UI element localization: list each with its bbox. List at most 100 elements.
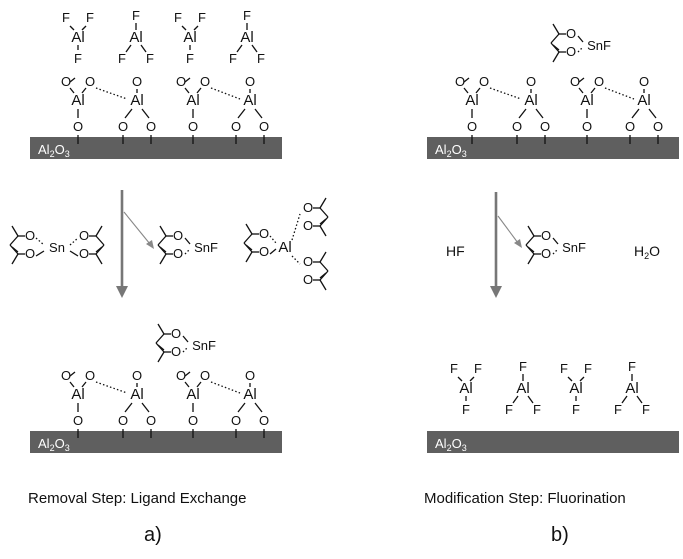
dative-bond xyxy=(210,381,241,394)
bond xyxy=(157,235,167,246)
bond xyxy=(319,225,327,237)
bond xyxy=(552,51,560,63)
dative-bond xyxy=(489,87,522,100)
bond xyxy=(512,395,519,404)
fluorine-atom: F xyxy=(257,51,265,66)
dative-bond xyxy=(182,346,189,353)
oxygen-atom: O xyxy=(73,119,83,134)
aluminum-atom: Al xyxy=(186,386,199,403)
bond xyxy=(319,251,327,263)
bond xyxy=(81,25,87,31)
bond xyxy=(319,197,327,209)
oxygen-atom: O xyxy=(231,119,241,134)
aluminum-atom: Al xyxy=(569,380,582,397)
aluminum-atom: Al xyxy=(240,29,253,46)
oxygen-atom: O xyxy=(541,246,551,261)
bond xyxy=(184,381,190,388)
bond xyxy=(11,225,19,237)
aluminum-atom: Al xyxy=(278,239,291,256)
oxygen-atom: O xyxy=(303,200,313,215)
aluminum-atom: Al xyxy=(243,386,256,403)
oxygen-atom: O xyxy=(146,413,156,428)
bond xyxy=(251,44,258,53)
bond xyxy=(463,87,469,94)
oxygen-atom: O xyxy=(303,272,313,287)
panel-label-b: b) xyxy=(551,524,569,546)
dative-bond xyxy=(95,381,128,394)
oxygen-atom: O xyxy=(188,413,198,428)
bond xyxy=(95,225,103,237)
oxygen-atom: O xyxy=(245,368,255,383)
oxygen-atom: O xyxy=(259,244,269,259)
bond xyxy=(457,376,463,382)
bond xyxy=(469,376,475,382)
snf-fragment: SnF xyxy=(194,240,218,255)
bond xyxy=(269,248,277,255)
dative-bond xyxy=(210,87,241,100)
bond xyxy=(159,253,167,265)
fluorine-atom: F xyxy=(229,51,237,66)
bond xyxy=(11,253,19,265)
fluorine-atom: F xyxy=(86,10,94,25)
bond xyxy=(621,395,628,404)
oxygen-atom: O xyxy=(85,74,95,89)
oxygen-atom: O xyxy=(61,74,71,89)
fluorine-atom: F xyxy=(642,402,650,417)
bond xyxy=(182,335,189,343)
dative-bond xyxy=(604,87,635,100)
bond xyxy=(155,333,165,344)
dative-bond xyxy=(95,87,128,100)
caption-modification-step: Modification Step: Fluorination xyxy=(424,490,626,507)
bond xyxy=(319,279,327,291)
dative-bond xyxy=(577,46,584,53)
bond xyxy=(319,207,329,218)
aluminum-atom: Al xyxy=(465,92,478,109)
bond xyxy=(69,87,75,94)
fluorine-atom: F xyxy=(450,361,458,376)
oxygen-atom: O xyxy=(118,119,128,134)
oxygen-atom: O xyxy=(200,368,210,383)
bond xyxy=(475,87,481,94)
fluorine-atom: F xyxy=(614,402,622,417)
oxygen-atom: O xyxy=(85,368,95,383)
bond xyxy=(236,44,243,53)
aluminum-atom: Al xyxy=(130,386,143,403)
aluminum-atom: Al xyxy=(130,92,143,109)
bond xyxy=(193,25,199,31)
bond xyxy=(69,381,75,388)
oxygen-atom: O xyxy=(467,119,477,134)
oxygen-atom: O xyxy=(188,119,198,134)
aluminum-atom: Al xyxy=(186,92,199,109)
aluminum-atom: Al xyxy=(516,380,529,397)
bond xyxy=(196,381,202,388)
snf-fragment: SnF xyxy=(192,338,216,353)
fluorine-atom: F xyxy=(474,361,482,376)
bond xyxy=(319,272,327,279)
aluminum-atom: Al xyxy=(71,29,84,46)
bond xyxy=(578,77,585,83)
oxygen-atom: O xyxy=(173,246,183,261)
oxygen-atom: O xyxy=(200,74,210,89)
aluminum-atom: Al xyxy=(71,386,84,403)
water-byproduct: H2O xyxy=(634,243,660,261)
oxygen-atom: O xyxy=(79,228,89,243)
fluorine-atom: F xyxy=(533,402,541,417)
bond xyxy=(567,376,573,382)
reaction-arrow xyxy=(116,190,154,298)
bond xyxy=(140,44,147,53)
bond xyxy=(159,225,167,237)
bond xyxy=(254,402,263,413)
bond xyxy=(648,108,657,119)
bond xyxy=(11,246,19,253)
dative-bond xyxy=(291,213,301,241)
bond xyxy=(124,108,133,119)
substrate-slab-bottom: Al2O3 xyxy=(30,431,282,453)
fluorine-atom: F xyxy=(572,402,580,417)
